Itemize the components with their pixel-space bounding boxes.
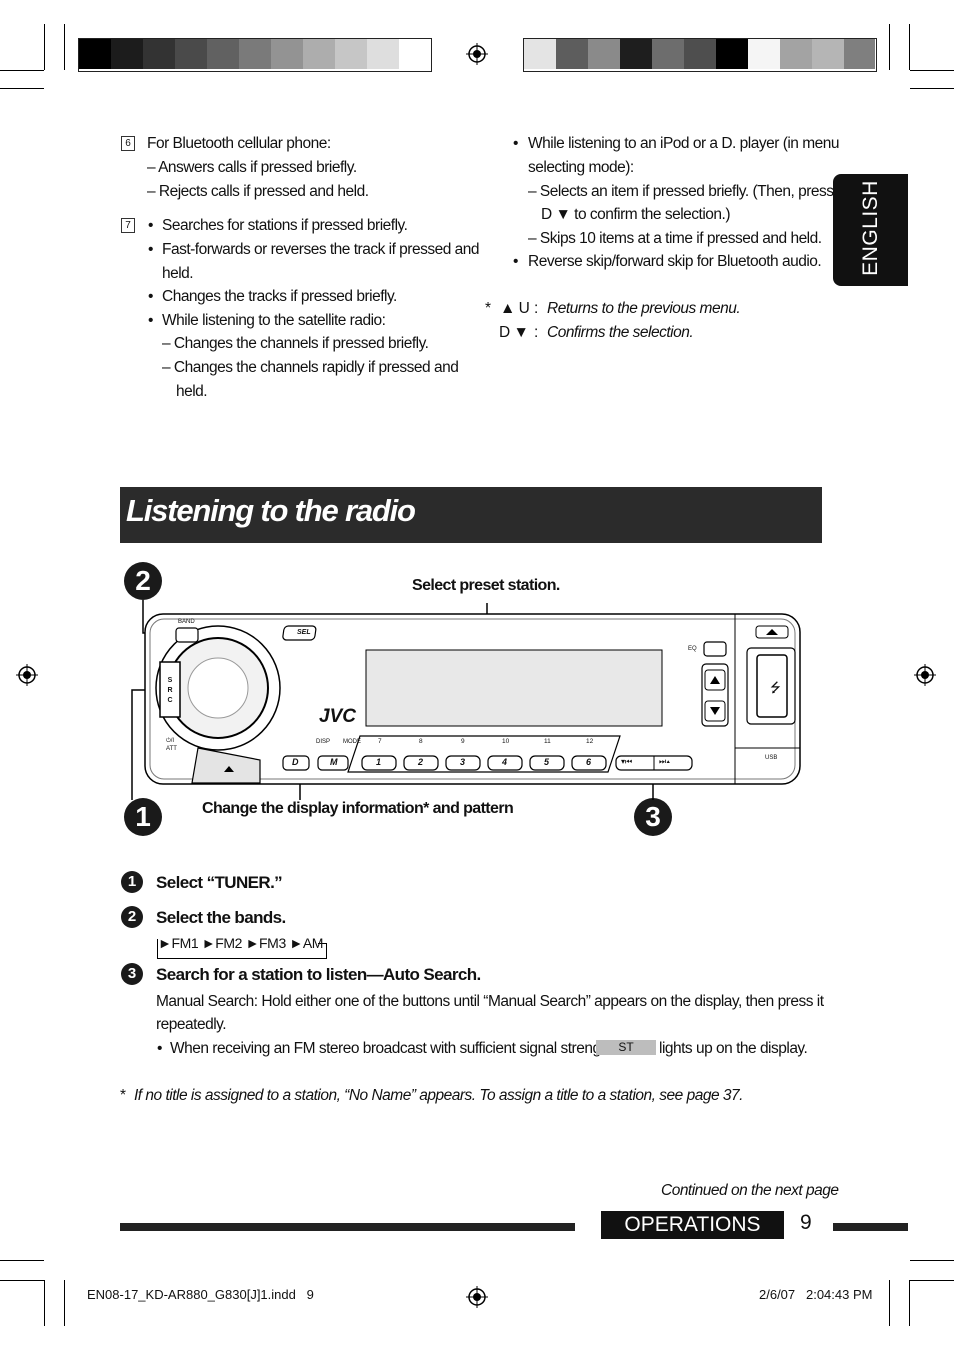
preset-button-4[interactable]: 4 [502, 757, 508, 767]
stereo-text-end: lights up on the display. [659, 1040, 808, 1057]
upper-num-7: 7 [378, 738, 382, 745]
page-number: 9 [800, 1211, 812, 1234]
step-1-text: Select “TUNER.” [156, 873, 283, 892]
section-title-bar: Listening to the radio [120, 487, 822, 543]
skip-forward-icon[interactable]: ⏭▴ [659, 757, 671, 766]
preset-button-5[interactable]: 5 [544, 757, 550, 767]
usb-label: USB [765, 755, 778, 761]
item-7-sub2: – Changes the channels rapidly if presse… [162, 359, 459, 376]
step-3-number: 3 [121, 963, 143, 985]
preset-button-6[interactable]: 6 [586, 757, 592, 767]
note-star: * [485, 300, 491, 317]
language-tab-label: ENGLISH [859, 180, 882, 276]
item-7-bullet1: Searches for stations if pressed briefly… [162, 217, 408, 234]
registration-mark-icon [16, 664, 38, 686]
registration-mark-icon [466, 1286, 488, 1308]
ipod-sub1-cont: D ▼ to confirm the selection.) [541, 206, 731, 223]
note-key-up: ▲ U [500, 300, 530, 317]
step-3-text: Search for a station to listen—Auto Sear… [156, 965, 481, 984]
m-button[interactable]: M [330, 757, 338, 767]
item-6-heading: For Bluetooth cellular phone: [147, 135, 331, 152]
section-title: Listening to the radio [126, 493, 416, 528]
item-7-sub1: – Changes the channels if pressed briefl… [162, 335, 429, 352]
skip-back-icon[interactable]: ▾⏮ [621, 757, 633, 766]
src-button[interactable]: S R C [167, 677, 173, 704]
item-7-bullet2-cont: held. [162, 265, 194, 282]
step-2-number: 2 [121, 906, 143, 928]
item-6-sub1: – Answers calls if pressed briefly. [147, 159, 357, 176]
bluetooth-bullet: Reverse skip/forward skip for Bluetooth … [528, 253, 822, 270]
footnote: If no title is assigned to a station, “N… [134, 1087, 743, 1104]
diagram-number-1: 1 [124, 798, 162, 836]
ipod-sub2: – Skips 10 items at a time if pressed an… [528, 230, 822, 247]
step-2-text: Select the bands. [156, 908, 286, 927]
jvc-logo: JVC [319, 706, 356, 727]
print-date-info: 2/6/07 2:04:43 PM [759, 1287, 873, 1302]
stereo-text: When receiving an FM stereo broadcast wi… [170, 1040, 617, 1057]
car-stereo-faceplate [131, 600, 801, 800]
footer-section-box: OPERATIONS [601, 1211, 784, 1239]
note-text-up: Returns to the previous menu. [547, 300, 741, 317]
diagram-number-3: 3 [634, 798, 672, 836]
band-fm3: FM3 [259, 935, 286, 951]
label-select-preset: Select preset station. [412, 577, 560, 594]
language-tab: ENGLISH [833, 174, 908, 286]
att-label: ⏻/I ATT [166, 738, 177, 752]
preset-button-3[interactable]: 3 [460, 757, 466, 767]
diagram-number-2: 2 [124, 562, 162, 600]
band-cycle: ►FM1 ►FM2 ►FM3 ►AM [157, 935, 327, 959]
band-label: BAND [178, 619, 195, 625]
sel-button[interactable]: SEL [297, 629, 311, 636]
band-am: AM [302, 935, 324, 951]
footer-rule-right [833, 1223, 908, 1231]
footnote-star: * [120, 1087, 126, 1104]
manual-search-cont: repeatedly. [156, 1016, 227, 1033]
disp-label: DISP [316, 739, 331, 745]
upper-num-12: 12 [586, 738, 594, 745]
item-7-bullet3: Changes the tracks if pressed briefly. [162, 288, 397, 305]
color-bar-left [78, 38, 432, 72]
note-key-down: D ▼ [499, 324, 529, 341]
print-file-info: EN08-17_KD-AR880_G830[J]1.indd 9 [87, 1287, 314, 1302]
manual-search-text: Manual Search: Hold either one of the bu… [156, 993, 824, 1010]
step-1-number: 1 [121, 871, 143, 893]
item-6-sub2: – Rejects calls if pressed and held. [147, 183, 369, 200]
upper-num-11: 11 [544, 738, 551, 745]
footer-rule-left [120, 1223, 575, 1231]
registration-mark-icon [914, 664, 936, 686]
item-7-bullet2: Fast-forwards or reverses the track if p… [162, 241, 480, 258]
upper-num-8: 8 [419, 738, 423, 745]
item-7-bullet4: While listening to the satellite radio: [162, 312, 386, 329]
continued-note: Continued on the next page [661, 1182, 839, 1199]
item-7-number: 7 [121, 218, 135, 233]
band-fm1: FM1 [171, 935, 199, 951]
note-text-down: Confirms the selection. [547, 324, 694, 341]
color-bar-right [523, 38, 877, 72]
usb-icon: ⭍ [770, 680, 781, 695]
footer-section-label: OPERATIONS [624, 1213, 761, 1236]
label-change-display: Change the display information* and patt… [202, 800, 514, 817]
upper-num-10: 10 [502, 738, 510, 745]
registration-mark-icon [466, 43, 488, 65]
preset-button-2[interactable]: 2 [418, 757, 424, 767]
d-button[interactable]: D [292, 757, 299, 767]
item-6-number: 6 [121, 136, 135, 151]
mode-label: MODE [343, 739, 361, 745]
ipod-bullet: While listening to an iPod or a D. playe… [528, 135, 840, 152]
ipod-sub1: – Selects an item if pressed briefly. (T… [528, 183, 834, 200]
preset-button-1[interactable]: 1 [376, 757, 382, 767]
ipod-bullet-cont: selecting mode): [528, 159, 634, 176]
band-fm2: FM2 [215, 935, 243, 951]
st-indicator: ST [596, 1040, 656, 1055]
eq-label: EQ [688, 646, 697, 652]
upper-num-9: 9 [461, 738, 465, 745]
item-7-sub2-cont: held. [176, 383, 208, 400]
